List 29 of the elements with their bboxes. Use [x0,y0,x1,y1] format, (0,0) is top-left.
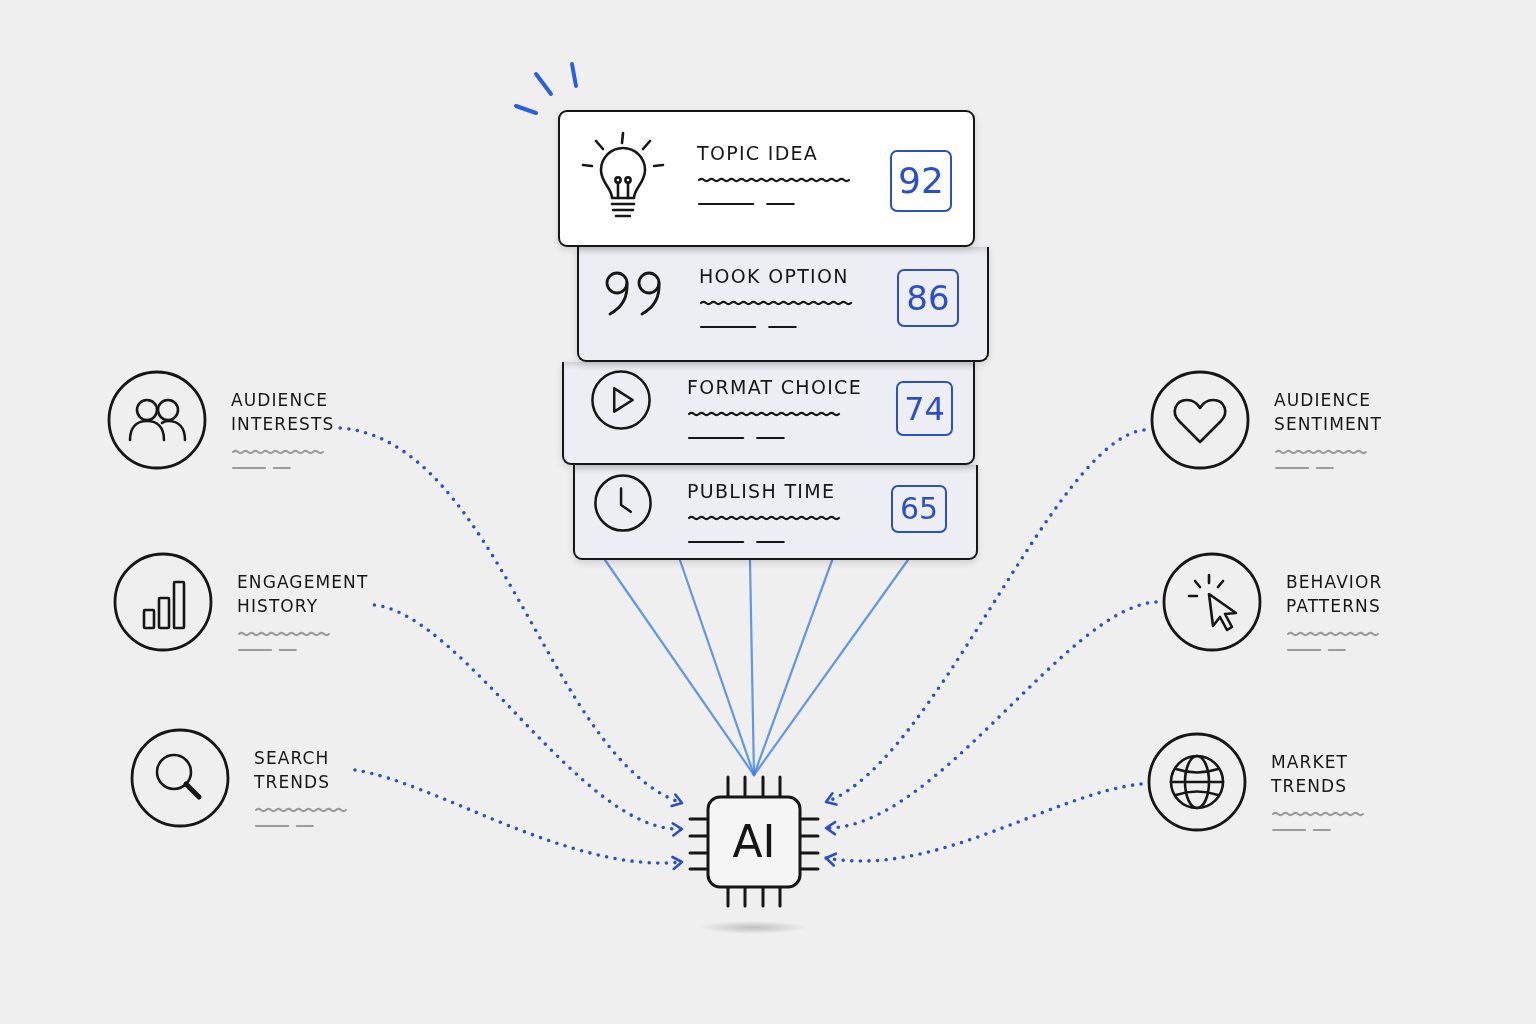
dotted-arrow [353,768,684,870]
source-label: MARKET TRENDS [1271,751,1348,798]
card-title: PUBLISH TIME [687,480,836,504]
dotted-arrow [824,600,1158,834]
source-label: SEARCH TRENDS [254,747,331,794]
card-title: TOPIC IDEA [697,142,819,166]
suggestion-card [573,465,978,560]
dotted-arrow [372,603,684,836]
dotted-arrow [824,782,1143,867]
suggestion-card [558,110,975,247]
source-label: BEHAVIOR PATTERNS [1286,571,1383,618]
score-box: 74 [896,381,953,436]
card-title: FORMAT CHOICE [687,376,862,400]
source-label: AUDIENCE INTERESTS [231,389,335,436]
dotted-arrow [824,428,1146,805]
score-box: 86 [897,269,959,327]
connector-line [678,558,756,777]
suggestion-card [577,247,989,362]
card-title: HOOK OPTION [699,265,849,289]
score-box: 92 [890,150,952,212]
connector-line [603,558,756,777]
chip-label: AI [732,819,776,864]
dotted-arrow [338,426,684,806]
suggestion-card [562,362,975,465]
connector-line [752,558,910,777]
source-label: AUDIENCE SENTIMENT [1274,389,1383,436]
connector-line [752,558,834,777]
source-label: ENGAGEMENT HISTORY [237,571,369,618]
score-box: 65 [891,485,947,533]
